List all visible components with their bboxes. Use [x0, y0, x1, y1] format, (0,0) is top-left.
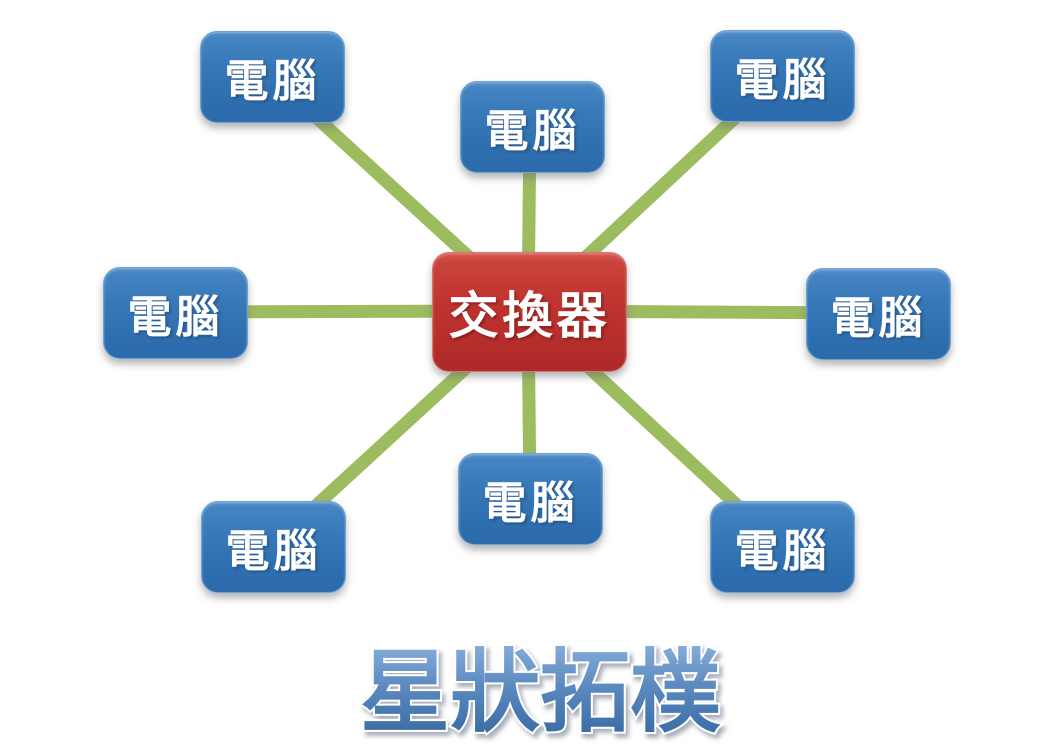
node-switch: 交換器	[432, 252, 627, 372]
node-computer-top-center: 電腦	[460, 81, 605, 173]
node-computer-middle-right: 電腦	[806, 268, 951, 360]
node-computer-bottom-right: 電腦	[710, 501, 855, 593]
node-computer-top-left: 電腦	[200, 31, 345, 123]
node-computer-bottom-left: 電腦	[201, 501, 346, 593]
node-computer-top-right: 電腦	[710, 30, 855, 122]
diagram-title: 星狀拓樸	[270, 625, 810, 750]
node-computer-bottom-center: 電腦	[458, 453, 603, 545]
node-computer-middle-left: 電腦	[103, 267, 248, 359]
diagram-title-text: 星狀拓樸	[360, 640, 721, 745]
